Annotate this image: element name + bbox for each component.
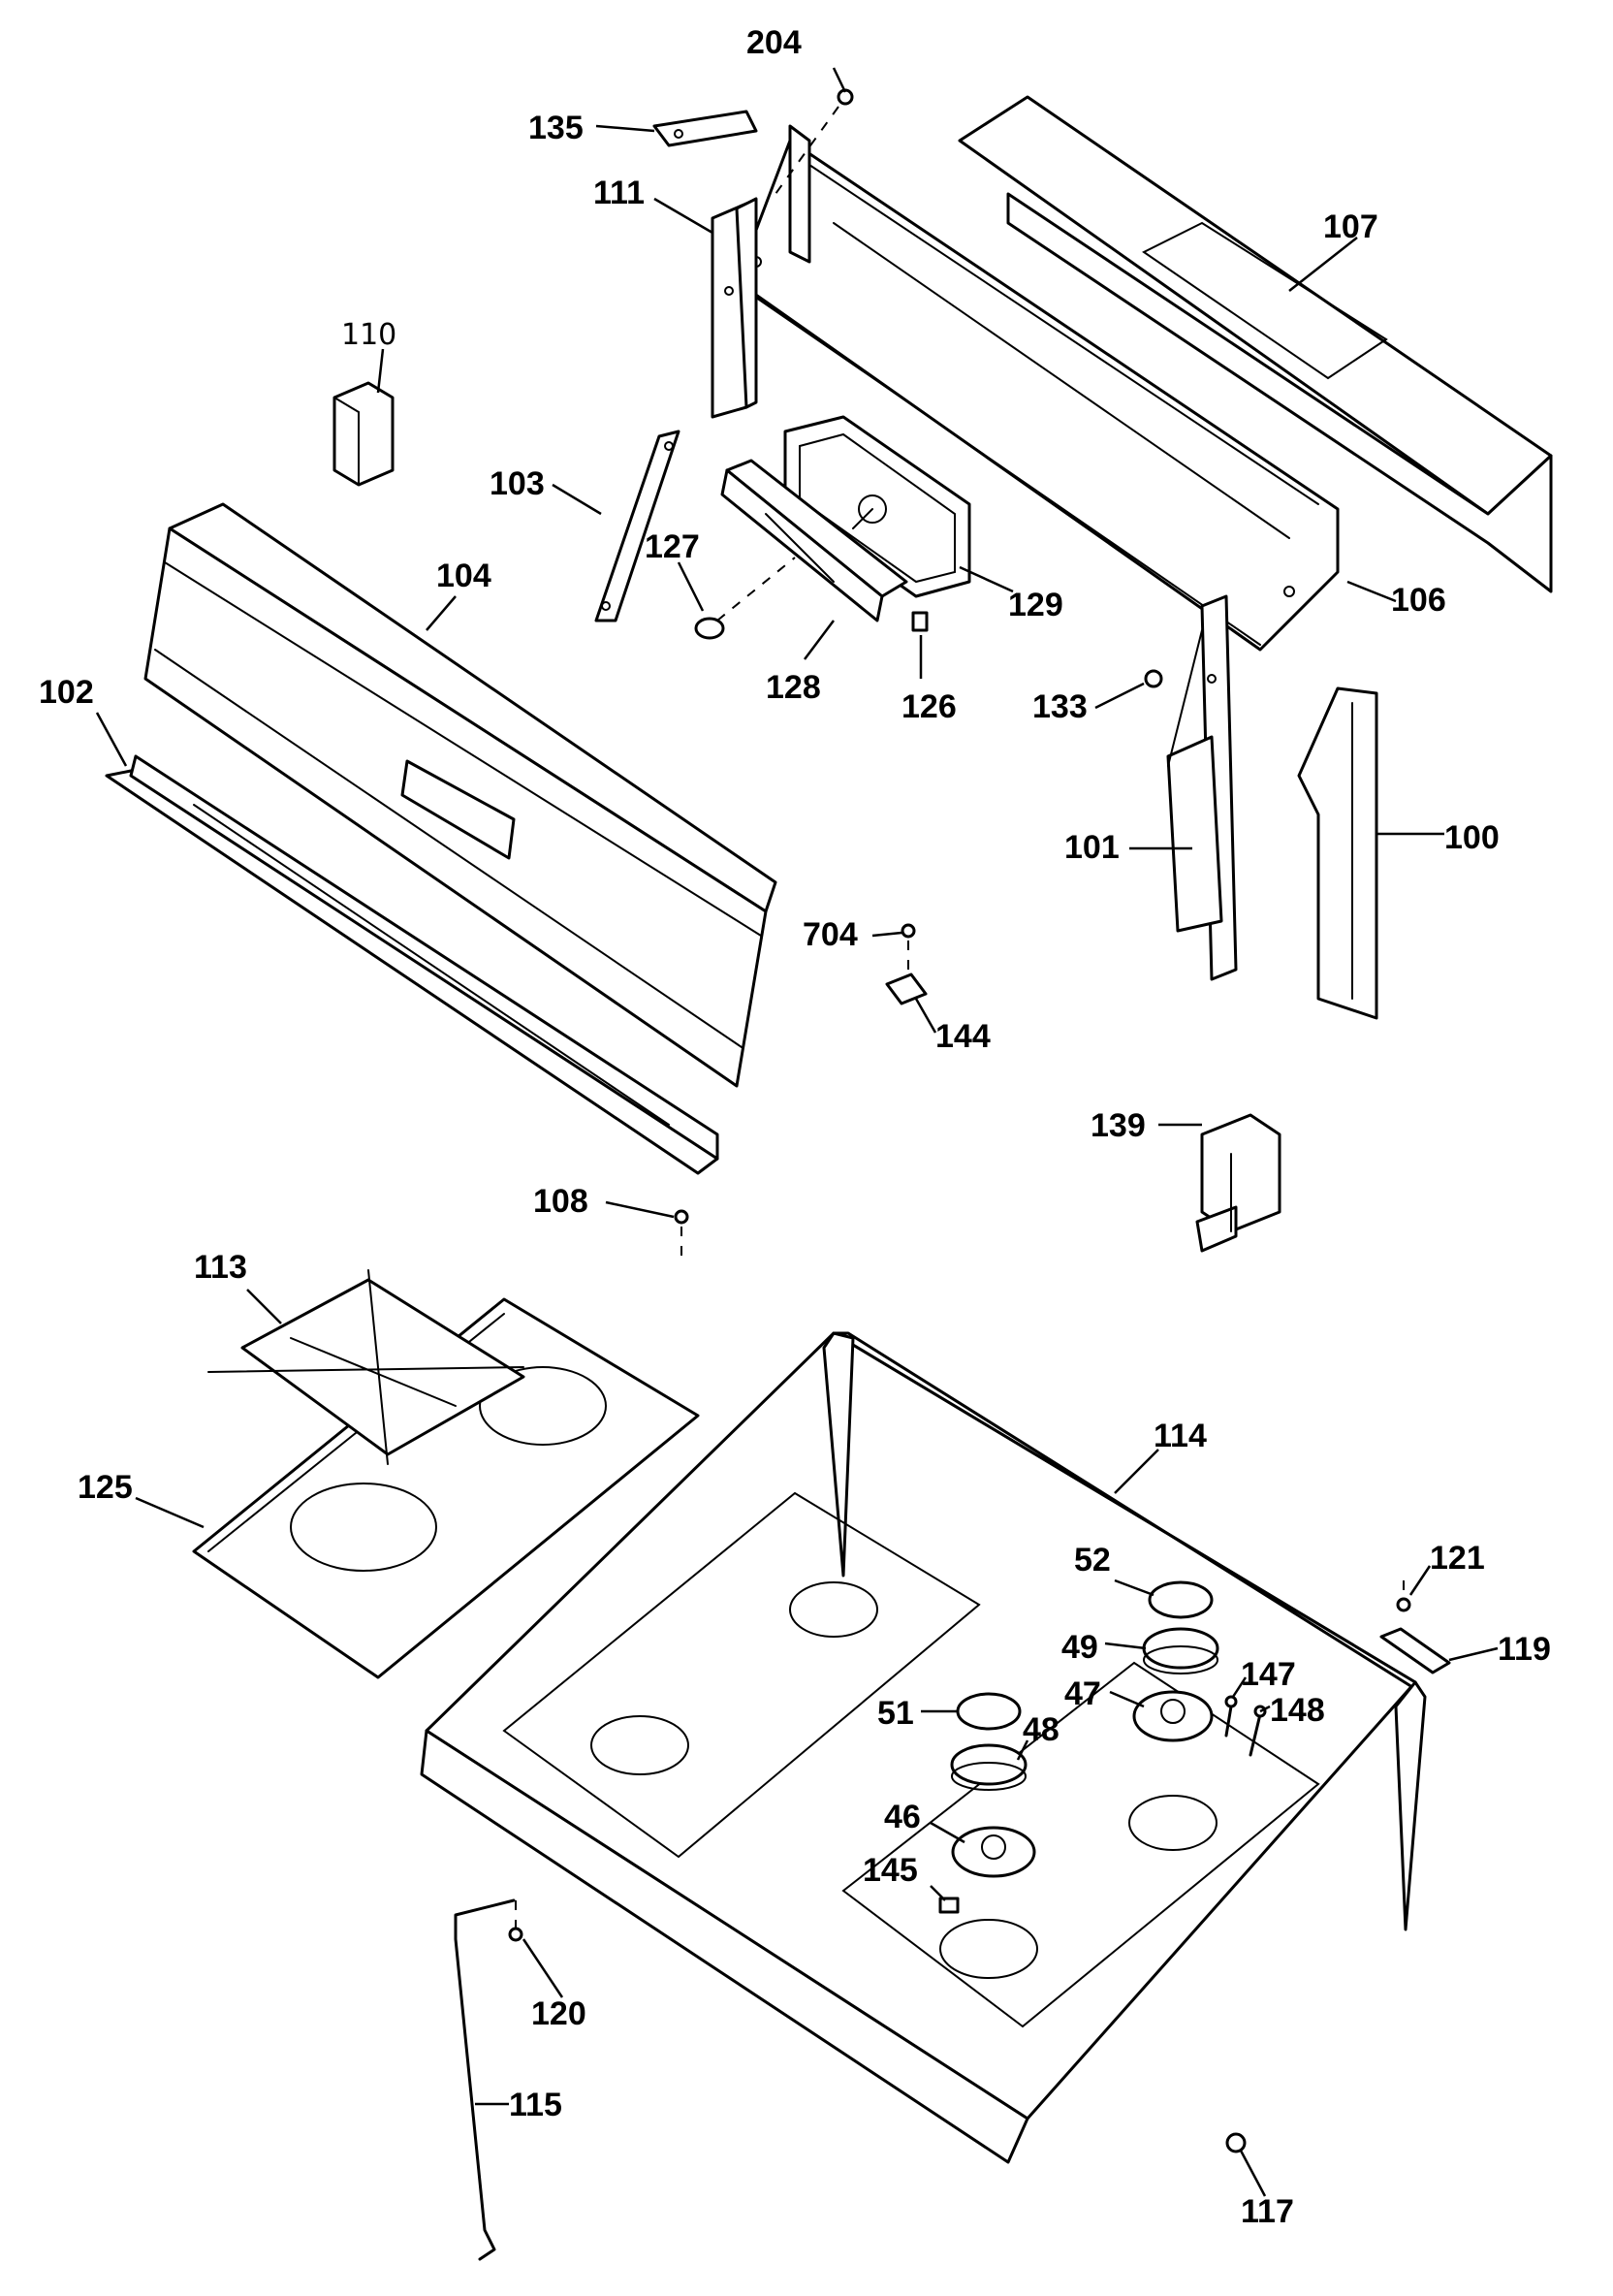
part-48-burner-head — [950, 1743, 1028, 1791]
part-133-screw — [1144, 669, 1163, 688]
label-104: 104 — [436, 558, 491, 594]
part-144-clip — [885, 973, 928, 1005]
part-111-side-bracket — [711, 197, 758, 419]
part-106-backsplash-panel — [735, 124, 1340, 652]
label-100: 100 — [1444, 819, 1500, 856]
label-48: 48 — [1023, 1711, 1060, 1748]
part-139-transformer — [1195, 1113, 1281, 1253]
part-120-screw — [508, 1900, 523, 1942]
label-129: 129 — [1008, 587, 1063, 623]
part-51-burner-cap — [956, 1692, 1022, 1731]
label-145: 145 — [863, 1852, 918, 1889]
label-102: 102 — [39, 674, 94, 711]
callout-labels: 204 135 111 107 110 103 104 127 129 128 … — [39, 24, 1551, 2230]
part-46-burner-base — [951, 1826, 1036, 1878]
label-127: 127 — [645, 528, 700, 565]
label-139: 139 — [1091, 1107, 1146, 1144]
label-148: 148 — [1270, 1692, 1325, 1729]
label-103: 103 — [490, 465, 545, 502]
label-704: 704 — [803, 916, 858, 953]
label-113: 113 — [194, 1249, 247, 1286]
part-114-cooktop — [420, 1331, 1427, 2164]
part-145-clip — [938, 1897, 960, 1914]
part-47-burner-base — [1132, 1690, 1214, 1742]
label-204: 204 — [746, 24, 802, 61]
part-119-bracket — [1379, 1627, 1451, 1674]
leader-lines — [95, 67, 1499, 2197]
part-121-screw — [1396, 1580, 1411, 1612]
label-49: 49 — [1061, 1629, 1098, 1666]
label-147: 147 — [1241, 1656, 1296, 1693]
label-51: 51 — [877, 1695, 914, 1732]
label-115: 115 — [509, 2087, 562, 2123]
part-115-rod — [454, 1898, 516, 2261]
part-104-control-panel — [143, 502, 777, 1088]
part-117-nut — [1225, 2132, 1247, 2153]
label-126: 126 — [901, 688, 957, 725]
label-101: 101 — [1064, 829, 1120, 866]
label-114: 114 — [1154, 1418, 1207, 1454]
part-704-screw — [901, 923, 916, 970]
label-107: 107 — [1323, 208, 1378, 245]
label-133: 133 — [1032, 688, 1088, 725]
label-120: 120 — [531, 1995, 586, 2032]
part-126-clip — [911, 611, 929, 632]
part-127-knob — [694, 557, 796, 640]
label-108: 108 — [533, 1183, 588, 1220]
label-144: 144 — [935, 1018, 991, 1055]
part-113-grate — [207, 1269, 525, 1465]
label-52: 52 — [1074, 1542, 1111, 1578]
label-128: 128 — [766, 669, 821, 706]
label-117: 117 — [1241, 2193, 1294, 2230]
part-147-electrode — [1224, 1695, 1238, 1738]
part-110-component-box — [332, 381, 395, 487]
part-108-screw — [674, 1209, 689, 1256]
label-110: 110 — [341, 318, 396, 352]
part-102-trim-rail — [105, 754, 719, 1175]
part-100-end-panel — [1297, 686, 1378, 1020]
label-111: 111 — [593, 175, 645, 211]
label-46: 46 — [884, 1799, 921, 1835]
part-128-glass-lens — [720, 459, 908, 622]
label-119: 119 — [1498, 1631, 1551, 1668]
label-125: 125 — [78, 1469, 133, 1506]
part-52-burner-cap — [1148, 1580, 1214, 1619]
part-107-top-cover — [958, 95, 1553, 593]
part-101-side-bracket — [1166, 594, 1238, 981]
label-106: 106 — [1391, 582, 1446, 619]
label-135: 135 — [528, 110, 584, 146]
label-47: 47 — [1064, 1675, 1101, 1712]
part-135-bracket — [652, 110, 758, 147]
label-121: 121 — [1430, 1540, 1485, 1577]
part-103-strap — [594, 430, 680, 622]
